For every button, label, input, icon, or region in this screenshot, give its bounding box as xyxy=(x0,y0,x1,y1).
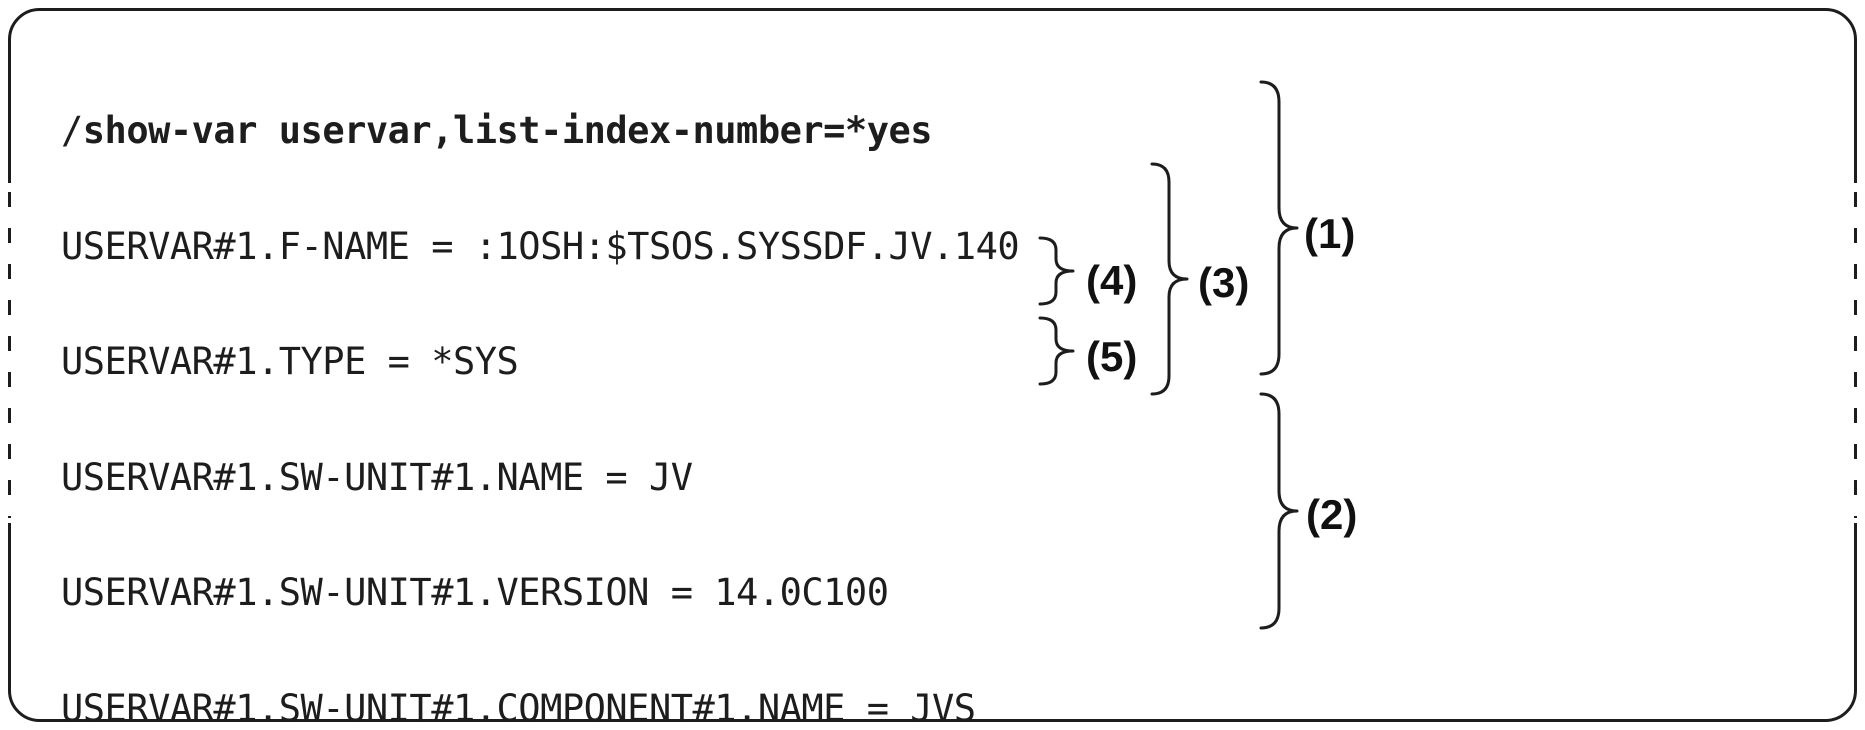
output-line: USERVAR#1.F-NAME = :1OSH:$TSOS.SYSSDF.JV… xyxy=(61,224,1020,268)
annotation-ref-2: (2) xyxy=(1306,491,1358,538)
command-prompt: / xyxy=(61,109,83,152)
terminal-session: /show-var uservar,list-index-number=*yes… xyxy=(61,35,1041,730)
output-line: USERVAR#1.SW-UNIT#1.COMPONENT#1.NAME = J… xyxy=(61,686,976,730)
left-border-cover xyxy=(5,183,14,523)
right-border-cover xyxy=(1851,183,1860,523)
brace-1 xyxy=(1259,80,1299,376)
command-text: show-var uservar,list-index-number=*yes xyxy=(82,109,933,152)
annotation-ref-1: (1) xyxy=(1304,210,1356,257)
annotation-ref-5: (5) xyxy=(1086,333,1138,380)
output-line: USERVAR#1.SW-UNIT#1.VERSION = 14.0C100 xyxy=(61,571,889,614)
output-line: USERVAR#1.TYPE = *SYS xyxy=(61,340,519,383)
brace-5 xyxy=(1038,316,1075,386)
output-line: USERVAR#1.SW-UNIT#1.NAME = JV xyxy=(61,455,693,499)
brace-3 xyxy=(1150,162,1189,396)
annotation-ref-4: (4) xyxy=(1086,257,1138,304)
annotation-ref-3: (3) xyxy=(1198,259,1250,306)
brace-2 xyxy=(1259,392,1299,630)
command-line: /show-var uservar,list-index-number=*yes xyxy=(61,109,1041,152)
brace-4 xyxy=(1038,236,1075,306)
